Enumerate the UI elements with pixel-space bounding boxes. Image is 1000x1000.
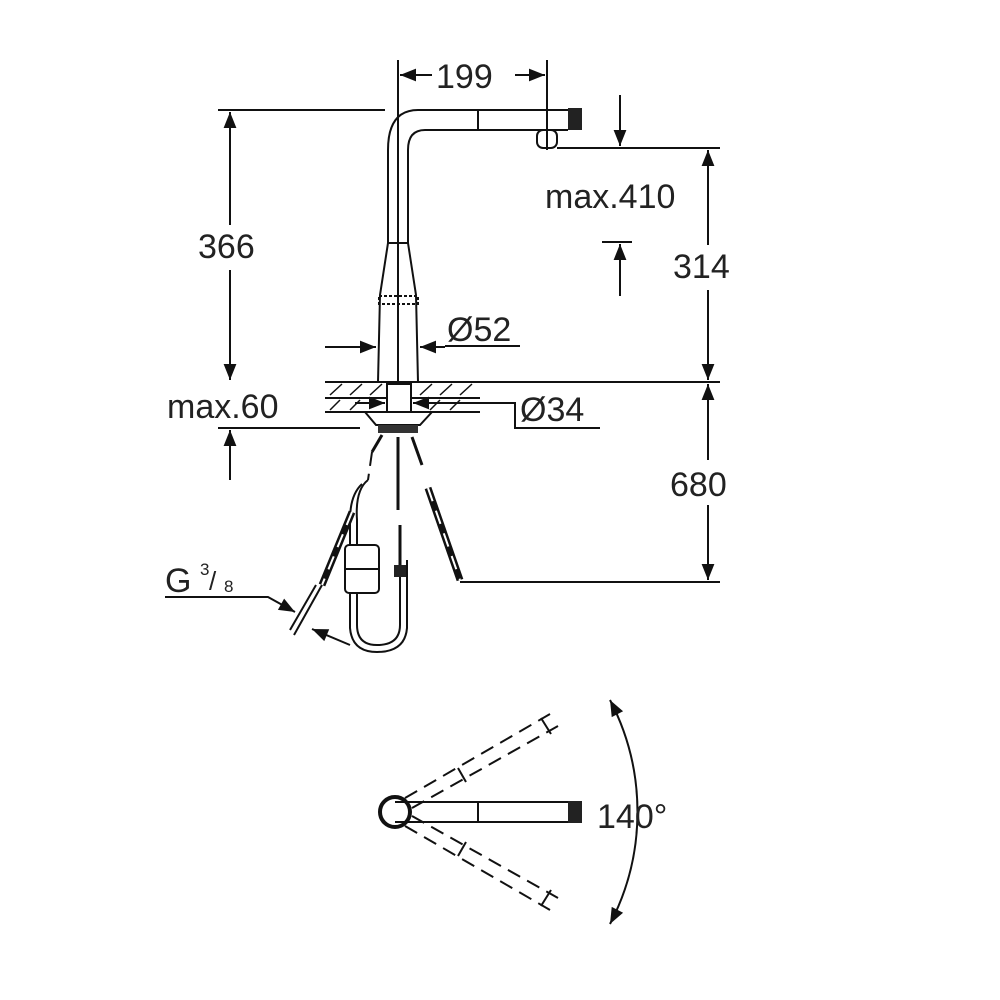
dim-thread-slash: / <box>209 566 217 596</box>
dim-body-diameter: Ø52 <box>447 311 511 349</box>
faucet-side-view <box>325 108 720 433</box>
dim-hose-length: 680 <box>670 466 727 504</box>
dim-thread-numerator: 3 <box>200 560 209 579</box>
dimension-lines <box>165 60 720 646</box>
counter-hatching <box>329 383 473 411</box>
dimension-labels: 199 366 max.410 314 Ø52 max.60 Ø34 680 G… <box>165 58 730 836</box>
hoses <box>289 434 464 654</box>
dim-thread-prefix: G <box>165 562 191 600</box>
dim-spout-height: 314 <box>673 248 730 286</box>
dim-max-counter-thickness: max.60 <box>167 388 279 426</box>
dim-spout-reach: 199 <box>436 58 493 96</box>
dim-swivel-angle: 140° <box>597 798 667 836</box>
faucet-top-view <box>378 699 639 925</box>
dim-max-spout-height: max.410 <box>545 178 675 216</box>
dim-hole-diameter: Ø34 <box>520 391 584 429</box>
dim-total-height: 366 <box>198 228 255 266</box>
dim-thread-denominator: 8 <box>224 577 233 596</box>
